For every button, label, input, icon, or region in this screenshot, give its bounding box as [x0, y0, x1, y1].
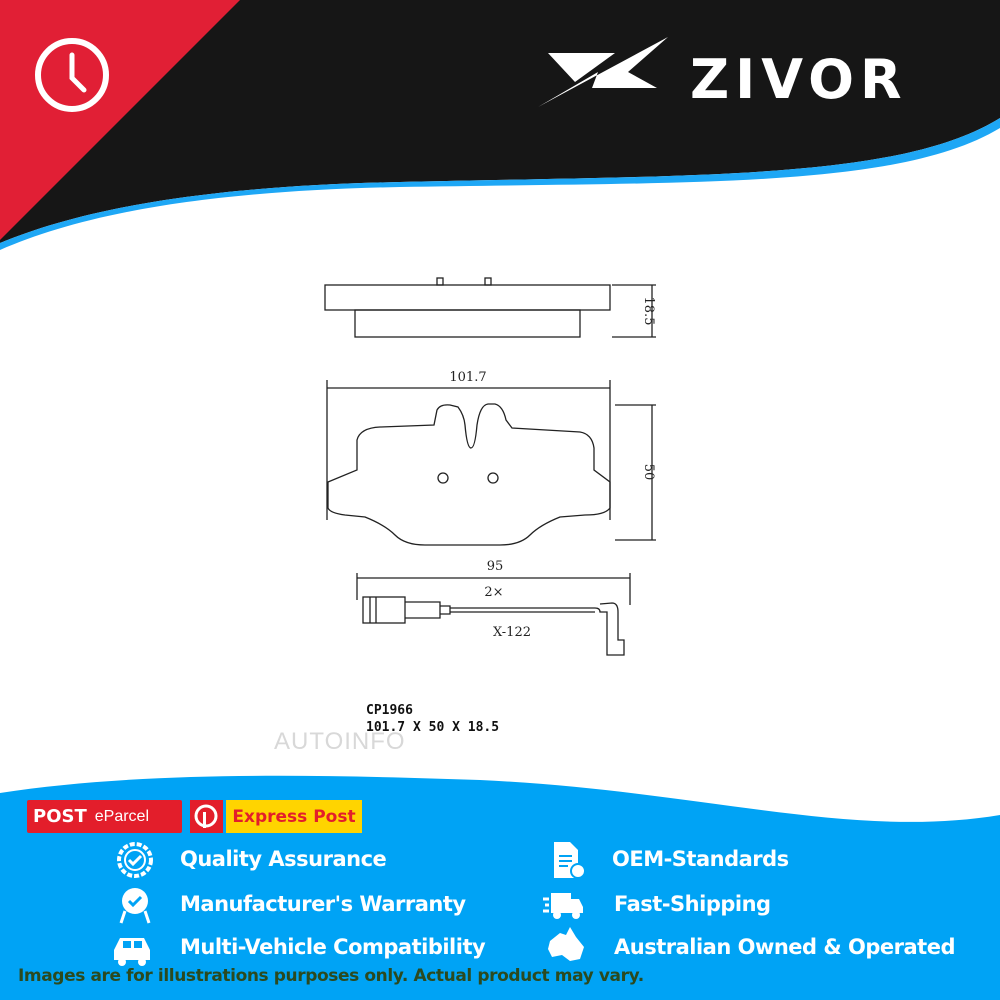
dim-thickness: 18.5: [641, 297, 656, 326]
product-code: CP1966: [366, 703, 413, 718]
dim-inner-width: 95: [487, 559, 504, 574]
dim-width: 101.7: [449, 370, 486, 385]
eparcel-label: eParcel: [94, 807, 149, 825]
header-blue-stripe: [0, 118, 1000, 250]
express-post-badge: Express Post: [226, 800, 362, 833]
product-info: CP1966 101.7 X 50 X 18.5: [366, 702, 499, 736]
sensor-code: X-122: [493, 625, 531, 640]
badge-check-icon: [117, 842, 153, 878]
watermark: AUTOINFO: [274, 728, 406, 755]
feature-australian-owned: Australian Owned & Operated: [614, 935, 955, 959]
red-corner: [0, 0, 240, 240]
sensor-qty: 2×: [484, 585, 503, 600]
auspost-eparcel-badge: POST eParcel: [27, 800, 182, 833]
feature-multi-vehicle: Multi-Vehicle Compatibility: [180, 935, 486, 959]
feature-warranty: Manufacturer's Warranty: [180, 892, 466, 916]
award-ribbon-icon: [119, 888, 151, 924]
feature-oem-standards: OEM-Standards: [612, 847, 789, 871]
truck-icon: [543, 893, 583, 919]
auspost-logo-icon: [190, 800, 223, 833]
dim-height: 50: [641, 464, 656, 481]
brand-name: ZIVOR: [690, 48, 908, 111]
feature-quality-assurance: Quality Assurance: [180, 847, 387, 871]
disclaimer: Images are for illustrations purposes on…: [18, 966, 644, 986]
clock-icon: [35, 38, 109, 112]
post-label: POST: [33, 806, 87, 827]
australia-map-icon: [548, 927, 584, 961]
feature-fast-shipping: Fast-Shipping: [614, 892, 771, 916]
car-icon: [114, 938, 150, 966]
header-band: [0, 0, 1000, 243]
brake-pad-drawing: [324, 277, 656, 656]
document-check-icon: [554, 842, 586, 879]
zivor-logo-mark: [538, 37, 668, 107]
product-dimensions: 101.7 X 50 X 18.5: [366, 720, 500, 735]
